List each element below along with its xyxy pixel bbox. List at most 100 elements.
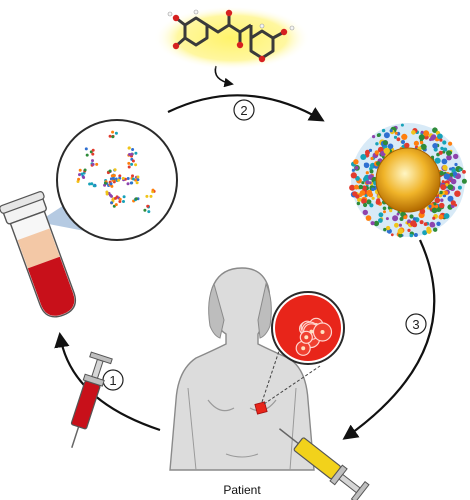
corona-protein bbox=[431, 207, 438, 214]
corona-protein bbox=[443, 213, 450, 219]
corona-protein bbox=[357, 197, 362, 202]
corona-protein bbox=[375, 142, 379, 146]
corona-protein bbox=[449, 172, 454, 177]
corona-protein bbox=[433, 202, 437, 206]
corona-protein bbox=[382, 206, 387, 211]
cycle-arrow-2 bbox=[167, 94, 325, 122]
corona-protein bbox=[350, 172, 357, 179]
corona-protein bbox=[457, 185, 462, 190]
corona-protein bbox=[409, 214, 414, 219]
corona-protein bbox=[374, 150, 379, 155]
corona-protein bbox=[434, 157, 441, 164]
tumor-zoom-leader-2 bbox=[263, 365, 321, 405]
corona-protein bbox=[438, 150, 443, 155]
corona-protein bbox=[448, 141, 453, 146]
corona-protein bbox=[450, 178, 457, 185]
corona-protein bbox=[401, 140, 405, 144]
tumor-site-marker bbox=[254, 401, 268, 415]
corona-protein bbox=[440, 146, 444, 151]
corona-protein bbox=[434, 197, 441, 204]
plasma-protein bbox=[90, 159, 99, 167]
corona-protein bbox=[413, 233, 418, 237]
corona-protein bbox=[442, 140, 447, 145]
corona-protein bbox=[373, 220, 380, 227]
corona-protein bbox=[356, 201, 361, 206]
corona-protein bbox=[365, 180, 370, 185]
corona-protein bbox=[454, 162, 458, 167]
corona-protein bbox=[392, 215, 399, 222]
plasma-protein bbox=[108, 130, 118, 139]
corona-protein bbox=[393, 135, 398, 139]
corona-protein bbox=[361, 181, 365, 185]
corona-protein bbox=[418, 134, 425, 141]
corona-protein bbox=[383, 132, 390, 139]
corona-protein bbox=[420, 130, 424, 134]
corona-protein bbox=[362, 209, 368, 216]
corona-protein bbox=[351, 168, 355, 172]
corona-protein bbox=[398, 223, 402, 227]
plasma-protein bbox=[127, 146, 135, 157]
plasma-protein bbox=[145, 188, 156, 198]
corona-protein bbox=[363, 162, 370, 169]
corona-protein bbox=[369, 203, 374, 208]
curcumin-molecule-icon bbox=[154, 6, 310, 70]
plasma-protein bbox=[143, 204, 151, 214]
corona-protein bbox=[370, 156, 374, 161]
corona-protein bbox=[404, 142, 410, 149]
corona-protein bbox=[438, 193, 443, 198]
corona-protein bbox=[432, 127, 438, 133]
protein-corona-nanoparticle-icon bbox=[349, 123, 467, 238]
corona-protein bbox=[413, 140, 419, 146]
corona-protein bbox=[426, 228, 432, 234]
corona-protein bbox=[443, 147, 448, 152]
corona-protein bbox=[398, 233, 403, 238]
corona-protein bbox=[383, 147, 390, 155]
corona-protein bbox=[363, 202, 368, 208]
corona-protein bbox=[430, 135, 436, 141]
plasma-protein bbox=[110, 194, 119, 205]
plasma-protein bbox=[111, 177, 121, 184]
tumor-cell-nucleus bbox=[301, 346, 306, 351]
plasma-protein bbox=[78, 168, 87, 176]
corona-protein bbox=[441, 158, 448, 165]
corona-protein bbox=[432, 216, 436, 220]
corona-protein bbox=[396, 137, 401, 142]
corona-protein bbox=[378, 212, 384, 218]
corona-protein bbox=[454, 190, 461, 197]
corona-protein bbox=[439, 170, 444, 176]
corona-protein bbox=[358, 184, 364, 190]
plasma-protein bbox=[117, 195, 126, 203]
corona-protein bbox=[368, 148, 373, 152]
corona-protein bbox=[462, 170, 466, 174]
corona-protein bbox=[389, 209, 393, 213]
corona-protein bbox=[365, 215, 372, 221]
corona-protein bbox=[446, 150, 452, 156]
corona-protein bbox=[378, 218, 383, 223]
corona-protein bbox=[349, 184, 356, 191]
corona-protein bbox=[419, 140, 424, 145]
corona-protein bbox=[382, 140, 388, 146]
step-1-number: 1 bbox=[109, 373, 116, 388]
step-3-number: 3 bbox=[412, 317, 419, 332]
corona-protein bbox=[365, 171, 369, 175]
corona-protein bbox=[354, 166, 359, 170]
corona-protein bbox=[438, 202, 445, 209]
corona-protein bbox=[352, 191, 358, 197]
tumor-cell-nucleus bbox=[320, 330, 325, 334]
blood-sample-tube-icon bbox=[0, 191, 77, 318]
corona-protein bbox=[461, 178, 467, 184]
tumor-cell-nucleus bbox=[304, 335, 309, 340]
corona-protein bbox=[440, 198, 444, 202]
corona-protein bbox=[441, 180, 445, 184]
corona-protein bbox=[400, 123, 404, 127]
corona-protein bbox=[422, 230, 428, 236]
plasma-protein bbox=[105, 190, 112, 197]
corona-protein bbox=[394, 222, 399, 228]
corona-protein bbox=[419, 208, 426, 215]
corona-protein bbox=[369, 169, 374, 174]
corona-protein bbox=[423, 130, 430, 137]
corona-protein bbox=[394, 131, 398, 135]
corona-protein bbox=[458, 168, 462, 172]
plasma-protein bbox=[76, 173, 86, 183]
